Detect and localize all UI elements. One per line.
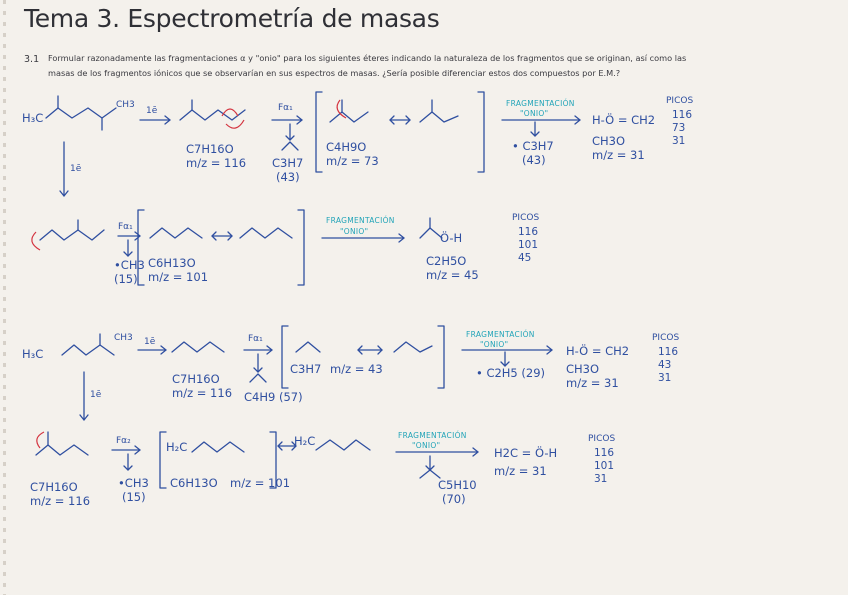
row2-peak: 116 <box>518 226 539 238</box>
row1-radical-mass: (43) <box>276 170 300 184</box>
row1-ch3-label: CH3 <box>116 100 135 110</box>
row1-neutral-mass: (43) <box>522 153 546 167</box>
row4-fx2-label: Fα₂ <box>116 436 131 446</box>
row1-onio-mz: m/z = 31 <box>592 148 645 162</box>
row1-fragmentacion-label: FRAGMENTACIÓN <box>506 99 575 108</box>
row3-onio-label: "ONIO" <box>480 340 509 349</box>
row1-peak: 116 <box>672 109 693 121</box>
row4-neutral-loss: C5H10 <box>438 478 477 492</box>
question-number: 3.1 <box>24 54 40 65</box>
row1-ionization-label: 1ē <box>146 106 158 116</box>
row3-onio-product: H-Ö = CH2 <box>566 344 630 358</box>
row2-onio-label: "ONIO" <box>340 227 369 236</box>
row2-peaks-title: PICOS <box>512 213 540 223</box>
page-title: Tema 3. Espectrometría de masas <box>24 4 440 33</box>
row2-onio-formula: C2H5O <box>426 254 467 268</box>
row1-down-ionization-label: 1ē <box>70 164 82 174</box>
row3-ion-mz: m/z = 43 <box>330 362 383 376</box>
row4-radical: •CH3 <box>118 476 149 490</box>
row2-fx1-label: Fα₁ <box>118 222 133 232</box>
row4-molecular-formula: C7H16O <box>30 480 78 494</box>
row3-ion-formula: C3H7 <box>290 362 322 376</box>
row2-onio-mz: m/z = 45 <box>426 268 479 282</box>
row3-down-ionization-label: 1ē <box>90 390 102 400</box>
row3-molecular-formula: C7H16O <box>172 372 220 386</box>
row4-h2c-label-2: H₂C <box>294 434 316 448</box>
row4-ion-mz: m/z = 101 <box>230 476 291 490</box>
row4-peaks-list: 116 101 31 <box>594 447 614 486</box>
row1-ion-formula: C4H9O <box>326 140 367 154</box>
row2-onio-product: Ö-H <box>440 231 463 245</box>
row3-ionization-label: 1ē <box>144 337 156 347</box>
row4-ion-formula: C6H13O <box>170 476 218 490</box>
question-text-line-1: Formular razonadamente las fragmentacion… <box>48 53 687 63</box>
row1-onio-product: H-Ö = CH2 <box>592 113 656 127</box>
row4-peak: 31 <box>594 473 608 485</box>
row4-onio-mz: m/z = 31 <box>494 464 547 478</box>
row1-h3c-label: H₃C <box>22 111 44 125</box>
row2-fragmentacion-label: FRAGMENTACIÓN <box>326 216 395 225</box>
row2-ion-formula: C6H13O <box>148 256 196 270</box>
ether-1-skeleton <box>45 107 117 119</box>
row3-ch3-label: CH3 <box>114 333 133 343</box>
row2-ion-mz: m/z = 101 <box>148 270 209 284</box>
row3-molecular-mz: m/z = 116 <box>172 386 233 400</box>
row1-peak: 31 <box>672 135 686 147</box>
row1-molecular-mz: m/z = 116 <box>186 156 247 170</box>
row4-peaks-title: PICOS <box>588 434 616 444</box>
row4-fragmentacion-label: FRAGMENTACIÓN <box>398 431 467 440</box>
row2-radical: •CH3 <box>114 258 145 272</box>
row3-peaks-list: 116 43 31 <box>658 346 678 385</box>
row3-fx1-label: Fα₁ <box>248 334 263 344</box>
row3-radical: C4H9 (57) <box>244 390 303 404</box>
row2-peak: 101 <box>518 239 539 251</box>
row3-onio-formula: CH3O <box>566 362 600 376</box>
row1-ion-mz: m/z = 73 <box>326 154 379 168</box>
row3-h3c-label: H₃C <box>22 347 44 361</box>
question-text-line-2: masas de los fragmentos iónicos que se o… <box>48 68 621 78</box>
row3-peak: 31 <box>658 372 672 384</box>
row4-peak: 116 <box>594 447 615 459</box>
row1-peak: 73 <box>672 122 686 134</box>
row4-molecular-mz: m/z = 116 <box>30 494 91 508</box>
row4-radical-mass: (15) <box>122 490 146 504</box>
row3-fragmentacion-label: FRAGMENTACIÓN <box>466 330 535 339</box>
row1-peaks-list: 116 73 31 <box>672 109 692 148</box>
row1-peaks-title: PICOS <box>666 96 694 106</box>
row2-peak: 45 <box>518 252 532 264</box>
row3-peak: 116 <box>658 346 679 358</box>
row2-radical-mass: (15) <box>114 272 138 286</box>
row3-peaks-title: PICOS <box>652 333 680 343</box>
row4-neutral-mass: (70) <box>442 492 466 506</box>
row1-neutral-loss: • C3H7 <box>512 139 554 153</box>
row4-h2c-label: H₂C <box>166 440 188 454</box>
row4-onio-product: H2C = Ö-H <box>494 446 558 460</box>
row2-peaks-list: 116 101 45 <box>518 226 538 265</box>
row4-peak: 101 <box>594 460 615 472</box>
row1-molecular-formula: C7H16O <box>186 142 234 156</box>
row1-onio-label: "ONIO" <box>520 109 549 118</box>
row1-fx1-label: Fα₁ <box>278 103 293 113</box>
row4-onio-label: "ONIO" <box>412 441 441 450</box>
row1-onio-formula: CH3O <box>592 134 626 148</box>
row3-neutral-loss: • C2H5 (29) <box>476 366 546 380</box>
row1-radical: C3H7 <box>272 156 304 170</box>
row3-onio-mz: m/z = 31 <box>566 376 619 390</box>
row3-peak: 43 <box>658 359 672 371</box>
binder-holes <box>3 0 6 595</box>
